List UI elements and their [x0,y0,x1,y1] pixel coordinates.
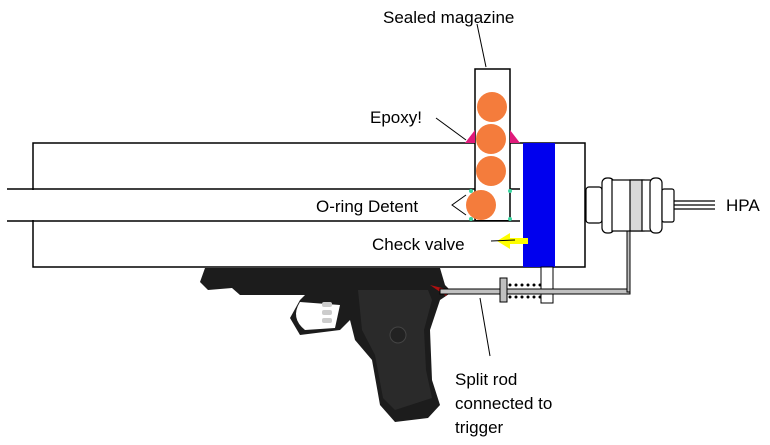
epoxy-right [510,130,520,143]
label-oring-detent: O-ring Detent [316,197,419,216]
label-split-rod-1: Split rod [455,370,518,389]
label-epoxy: Epoxy! [370,108,422,127]
pistol-grip [358,290,432,410]
pistol-frame [200,268,452,422]
paintball [477,92,507,122]
check-valve-arrow [497,233,528,249]
label-hpa: HPA [726,196,760,215]
paintball [476,124,506,154]
air-line [626,229,631,293]
paintball [466,190,496,220]
epoxy-left [465,130,475,143]
split-rod [439,288,631,295]
barrel-bore [8,190,520,220]
paintball [476,156,506,186]
oring-detent-dots [469,189,512,221]
label-split-rod-2: connected to [455,394,553,413]
label-split-rod-3: trigger [455,418,504,437]
hex-nut [585,186,603,224]
hpa-fitting [585,177,675,234]
label-sealed-magazine: Sealed magazine [383,8,515,27]
rod-stop [499,277,508,303]
paintballs [466,92,507,220]
trigger-guard-opening [296,302,340,330]
spring [508,283,542,299]
valve-stem [540,266,554,304]
check-valve [523,143,555,267]
label-check-valve: Check valve [372,235,465,254]
leader-lines [435,23,516,357]
